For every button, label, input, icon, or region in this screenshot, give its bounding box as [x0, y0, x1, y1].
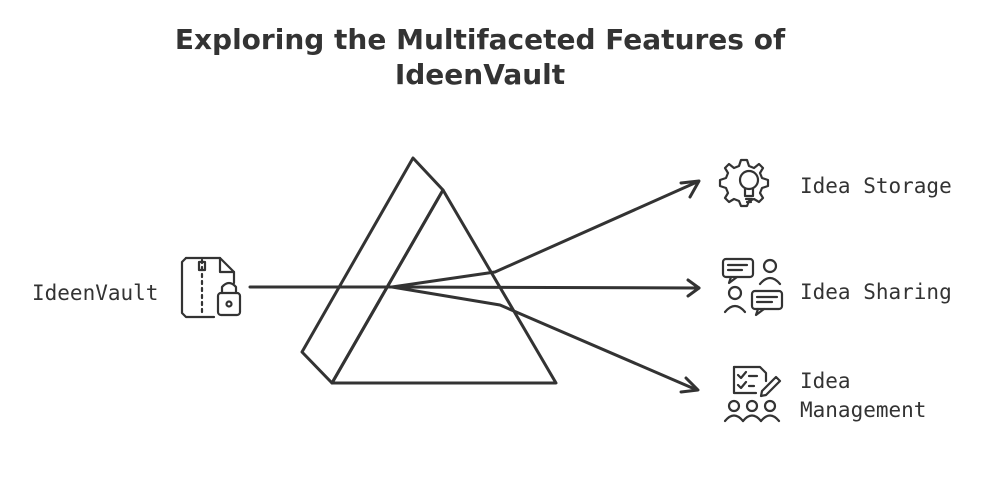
chat-people-icon — [721, 257, 784, 317]
output-label-management-line-2: Management — [800, 398, 927, 422]
output-label-sharing: Idea Sharing — [800, 280, 952, 304]
ray-management — [390, 285, 700, 394]
ray-sharing — [390, 278, 701, 298]
prism — [300, 156, 558, 385]
ray-storage — [390, 179, 701, 289]
prism-side-face — [300, 156, 445, 385]
output-label-storage: Idea Storage — [800, 174, 952, 198]
page-title: Exploring the Multifaceted Features of I… — [0, 22, 960, 92]
source-label: IdeenVault — [32, 281, 159, 305]
output-label-management-line-1: Idea — [800, 369, 851, 393]
lightbulb-gear-icon — [718, 158, 770, 208]
locked-file-icon — [180, 256, 242, 319]
title-line-2: IdeenVault — [394, 58, 566, 91]
checklist-team-icon — [723, 365, 782, 423]
title-line-1: Exploring the Multifaceted Features of — [174, 23, 786, 56]
output-label-management: Idea Management — [800, 367, 926, 425]
